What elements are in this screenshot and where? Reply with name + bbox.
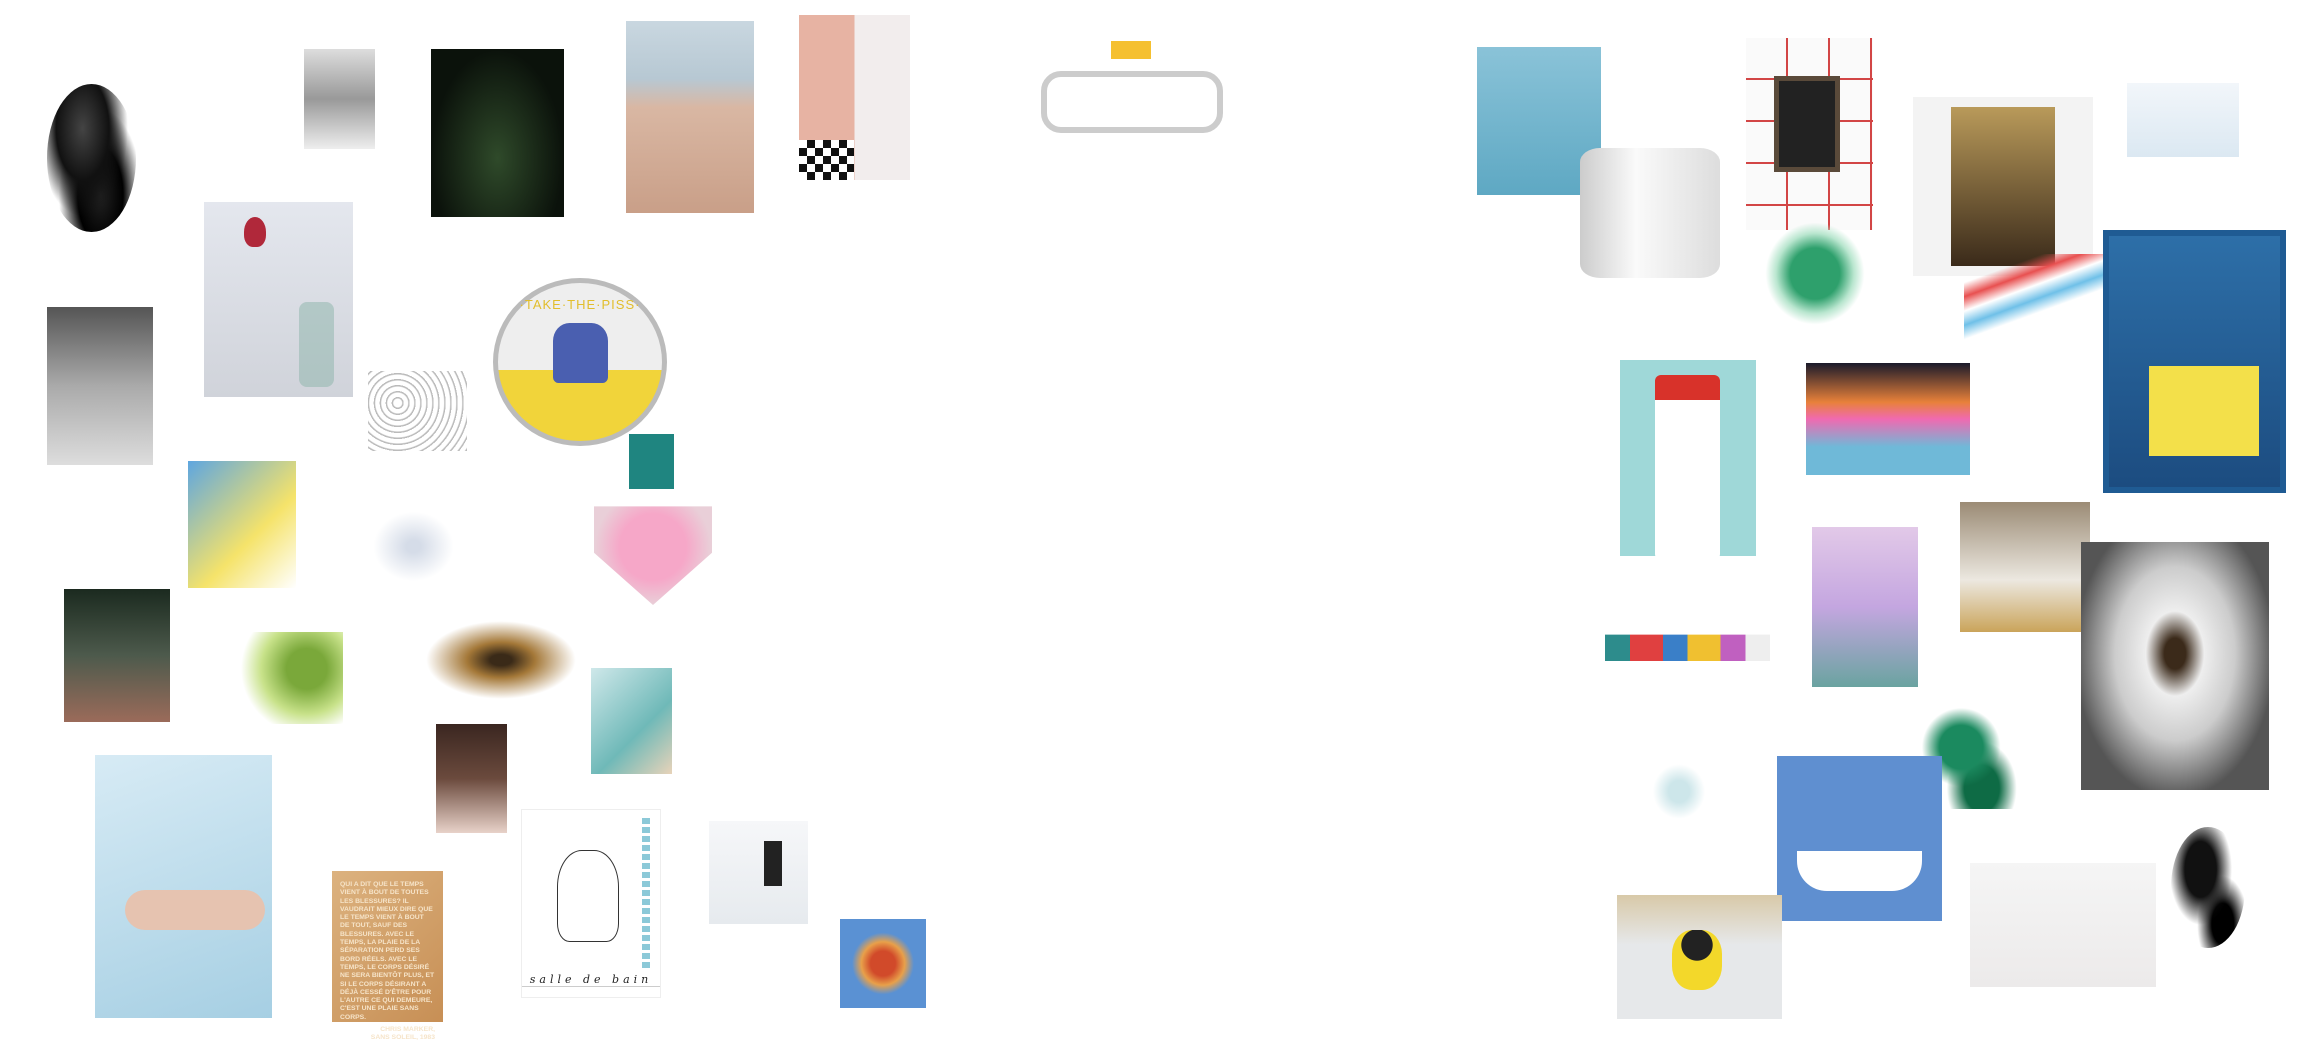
rubber-duck-photo[interactable] xyxy=(1617,895,1782,1019)
group-photo-tile[interactable] xyxy=(1960,502,2090,632)
take-the-piss-plate[interactable]: ·TAKE·THE·PISS· xyxy=(493,278,667,446)
dark-bathroom-photo[interactable] xyxy=(64,589,170,722)
rainbow-crocodile-illustration[interactable] xyxy=(1806,363,1970,475)
chris-marker-quote-poster[interactable]: QUI A DIT QUE LE TEMPS VIENT À BOUT DE T… xyxy=(332,871,443,1041)
detergent-bottle-illustration[interactable] xyxy=(1620,360,1756,560)
plate-text: ·TAKE·THE·PISS· xyxy=(519,297,641,312)
pixel-bottles-illustration[interactable] xyxy=(1605,634,1770,661)
green-blob-image[interactable] xyxy=(1765,222,1865,325)
salle-de-bain-drawing[interactable]: salle de bain xyxy=(521,809,661,998)
sketch-figure xyxy=(557,850,619,942)
pattern-drawing-tile[interactable] xyxy=(368,371,467,451)
purple-room-illustration[interactable] xyxy=(1812,527,1918,687)
framed-portrait-tiles[interactable] xyxy=(1746,38,1873,230)
figure-sketch-tile[interactable] xyxy=(362,502,465,591)
black-paint-squiggle[interactable] xyxy=(47,84,136,232)
cartoon-bathroom-illustration[interactable] xyxy=(188,461,296,588)
toilet-grey-photo[interactable] xyxy=(47,307,153,465)
perfume-heart xyxy=(594,506,712,605)
cartoon-bath-illustration[interactable] xyxy=(2103,230,2286,493)
poster-quote: QUI A DIT QUE LE TEMPS VIENT À BOUT DE T… xyxy=(340,881,435,1021)
poster-author: CHRIS MARKER, xyxy=(380,1026,435,1034)
flowers-photo-tile[interactable] xyxy=(840,919,926,1008)
toilet-roll-image[interactable] xyxy=(1580,148,1720,278)
hand-soap-bath-photo[interactable] xyxy=(95,755,272,1018)
pixel-perfume-bottle[interactable] xyxy=(594,434,712,605)
pixel-faucet-illustration[interactable] xyxy=(1031,41,1223,159)
bathtub-drawing[interactable] xyxy=(1777,756,1942,921)
toothpaste-squiggle[interactable] xyxy=(1964,254,2112,343)
bathroom-tiles-photo[interactable] xyxy=(799,15,910,180)
pixel-lime-illustration[interactable] xyxy=(222,632,343,724)
perfume-cap xyxy=(629,434,674,489)
toilet-bowl-photo[interactable] xyxy=(2081,542,2269,790)
faucet-knob xyxy=(1111,41,1151,59)
moth-image[interactable] xyxy=(405,610,597,710)
polaroid-dark-photo[interactable] xyxy=(1913,97,2093,276)
plate-figure xyxy=(553,323,608,383)
faucet-pipe xyxy=(1041,71,1223,133)
shower-cable-photo[interactable] xyxy=(2127,83,2239,157)
hair-photo-tile[interactable] xyxy=(436,724,507,833)
poster-source: SANS SOLEIL, 1983 xyxy=(370,1034,435,1042)
drawing-caption: salle de bain xyxy=(522,973,660,987)
tulip-vase-photo[interactable] xyxy=(204,202,353,397)
dark-green-photo-tile[interactable] xyxy=(431,49,564,217)
portrait-photo-tile[interactable] xyxy=(304,49,375,149)
teal-drawing-tile[interactable] xyxy=(591,668,672,774)
white-shelf-image[interactable] xyxy=(1970,863,2156,987)
black-paint-squiggle-right[interactable] xyxy=(2171,827,2245,948)
small-sketch-tile[interactable] xyxy=(1642,753,1716,830)
white-faucet-photo[interactable] xyxy=(709,821,808,924)
towel-back-photo-tile[interactable] xyxy=(626,21,754,213)
